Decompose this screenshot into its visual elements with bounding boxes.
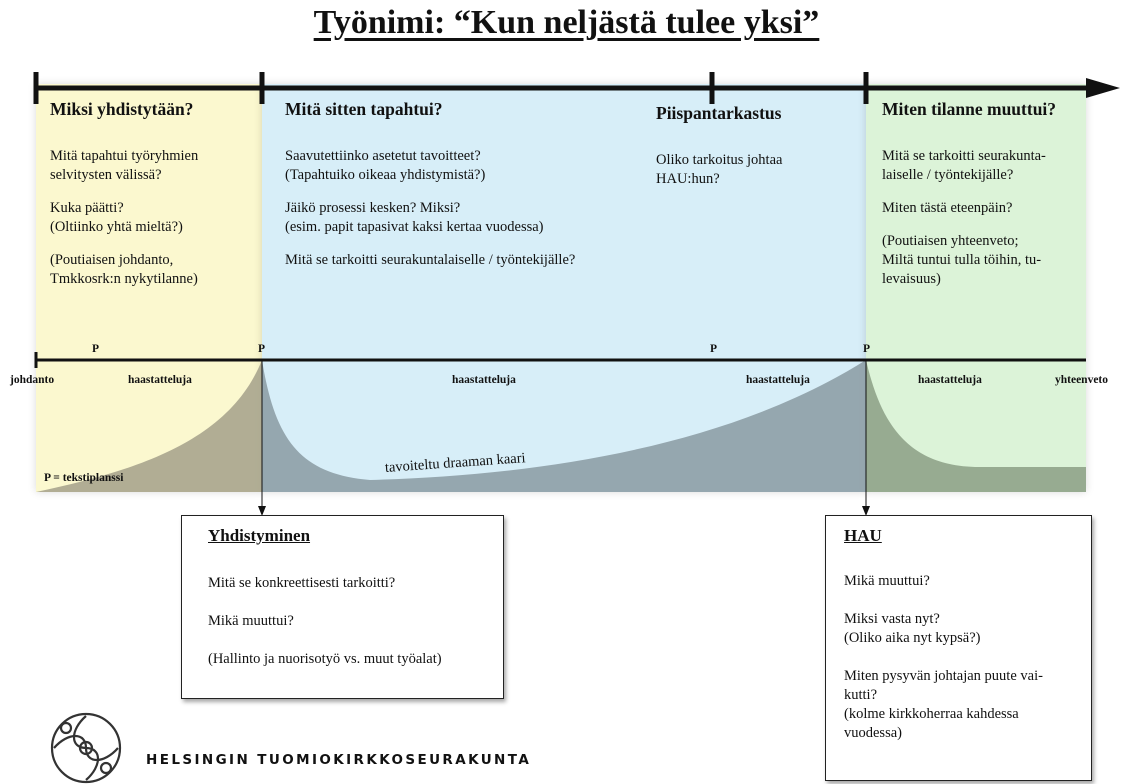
text-line: Tmkkosrk:n nykytilanne) xyxy=(50,271,198,287)
marker-p: P xyxy=(92,343,100,355)
text-line: levaisuus) xyxy=(882,271,941,287)
text-line: Mitä tapahtui työryhmien xyxy=(50,148,199,164)
text-line: Mitä se tarkoitti seurakunta- xyxy=(882,148,1046,164)
text-line: laiselle / työntekijälle? xyxy=(882,167,1014,183)
text-line: Mikä muuttui? xyxy=(208,613,294,629)
text-line: Miten tästä eteenpäin? xyxy=(882,200,1013,216)
timeline-label-yhteenveto: yhteenveto xyxy=(1055,374,1109,386)
arc-fill-right xyxy=(866,360,1086,492)
text-line: (Hallinto ja nuorisotyö vs. muut työalat… xyxy=(208,651,442,667)
text-line: HAU:hun? xyxy=(656,171,720,187)
church-logo-mark xyxy=(50,712,122,784)
box-text: Mitä se konkreettisesti tarkoitti? Mikä … xyxy=(208,574,498,669)
legend-text: P = tekstiplanssi xyxy=(44,472,124,484)
phase-heading-2: Mitä sitten tapahtui? xyxy=(285,99,443,119)
phase-panel-3 xyxy=(866,84,1086,492)
text-line: Mitä se konkreettisesti tarkoitti? xyxy=(208,575,396,591)
box-yhdistyminen: Yhdistyminen Mitä se konkreettisesti tar… xyxy=(181,515,504,699)
page-title: Työnimi: “Kun neljästä tulee yksi” xyxy=(313,4,820,41)
text-line: (kolme kirkkoherraa kahdessa xyxy=(844,706,1019,722)
arc-fill-middle xyxy=(262,360,866,492)
text-line: Miksi vasta nyt? xyxy=(844,611,940,627)
phase-heading-3: Piispantarkastus xyxy=(656,103,782,123)
text-line: (esim. papit tapasivat kaksi kertaa vuod… xyxy=(285,219,544,235)
text-line: (Oliko aika nyt kypsä?) xyxy=(844,630,981,646)
text-line: Jäikö prosessi kesken? Miksi? xyxy=(285,200,461,216)
text-line: Kuka päätti? xyxy=(50,200,124,216)
text-line: vuodessa) xyxy=(844,725,902,741)
timeline-label: haastatteluja xyxy=(918,374,982,386)
phase-text-3: Oliko tarkoitus johtaa HAU:hun? xyxy=(656,151,856,189)
phase-heading-1: Miksi yhdistytään? xyxy=(50,99,194,119)
arc-fill-left xyxy=(36,360,262,492)
timeline-arrowhead xyxy=(1086,78,1120,98)
text-line: kutti? xyxy=(844,687,878,703)
phase-heading-4: Miten tilanne muuttui? xyxy=(882,99,1057,119)
box-heading: Yhdistyminen xyxy=(208,526,311,545)
text-line: Miltä tuntui tulla töihin, tu- xyxy=(882,252,1042,268)
timeline-label: haastatteluja xyxy=(128,374,192,386)
text-line: Miten pysyvän johtajan puute vai- xyxy=(844,668,1043,684)
church-logo-text: HELSINGIN TUOMIOKIRKKOSEURAKUNTA xyxy=(146,752,532,768)
text-line: Oliko tarkoitus johtaa xyxy=(656,152,783,168)
timeline-label-johdanto: johdanto xyxy=(10,374,55,386)
marker-p: P xyxy=(710,343,718,355)
timeline-label: haastatteluja xyxy=(746,374,810,386)
box-hau: HAU Mikä muuttui? Miksi vasta nyt? (Olik… xyxy=(825,515,1092,781)
text-line: (Tapahtuiko oikeaa yhdistymistä?) xyxy=(285,167,486,183)
box-heading: HAU xyxy=(844,526,882,545)
marker-p: P xyxy=(258,343,266,355)
box-text: Mikä muuttui? Miksi vasta nyt? (Oliko ai… xyxy=(844,572,1084,743)
text-line: (Oltiinko yhtä mieltä?) xyxy=(50,219,183,235)
phase-text-4: Mitä se tarkoitti seurakunta- laiselle /… xyxy=(882,147,1082,289)
text-line: selvitysten välissä? xyxy=(50,167,162,183)
text-line: (Poutiaisen yhteenveto; xyxy=(882,233,1019,249)
phase-text-1: Mitä tapahtui työryhmien selvitysten väl… xyxy=(50,147,260,289)
text-line: Saavutettiinko asetetut tavoitteet? xyxy=(285,148,481,164)
text-line: Mitä se tarkoitti seurakuntalaiselle / t… xyxy=(285,252,576,268)
text-line: Mikä muuttui? xyxy=(844,573,930,589)
text-line: (Poutiaisen johdanto, xyxy=(50,252,174,268)
marker-p: P xyxy=(863,343,871,355)
timeline-label: haastatteluja xyxy=(452,374,516,386)
phase-text-2: Saavutettiinko asetetut tavoitteet? (Tap… xyxy=(285,147,665,270)
